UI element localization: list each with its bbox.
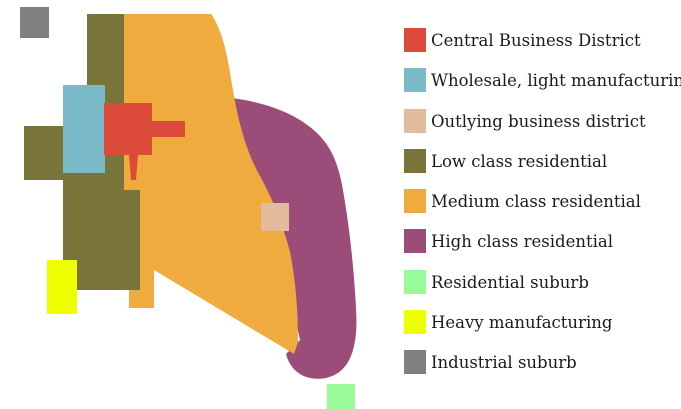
zone-high-class-residential — [232, 98, 357, 379]
legend-swatch — [404, 229, 426, 253]
legend-label: Low class residential — [431, 152, 608, 171]
legend-swatch — [404, 68, 426, 92]
legend-swatch — [404, 310, 426, 334]
zone-residential-suburb — [327, 384, 355, 409]
legend-item-7: Heavy manufacturing — [404, 310, 681, 334]
legend-swatch — [404, 270, 426, 294]
legend-swatch — [404, 149, 426, 173]
legend-item-6: Residential suburb — [404, 270, 681, 294]
legend-label: Central Business District — [431, 31, 641, 50]
legend-label: Industrial suburb — [431, 353, 577, 372]
legend-label: Heavy manufacturing — [431, 313, 613, 332]
legend-swatch — [404, 109, 426, 133]
legend-item-4: Medium class residential — [404, 189, 681, 213]
zone-medium-class-residential — [124, 14, 298, 354]
zone-wholesale-light-manufacturing — [63, 85, 105, 173]
legend-item-5: High class residential — [404, 229, 681, 253]
legend-swatch — [404, 189, 426, 213]
zone-central-business-district — [104, 103, 185, 180]
legend-label: Medium class residential — [431, 192, 641, 211]
legend-item-0: Central Business District — [404, 28, 681, 52]
legend-label: Residential suburb — [431, 273, 589, 292]
legend-label: Outlying business district — [431, 112, 646, 131]
zone-heavy-manufacturing — [47, 260, 77, 314]
legend-swatch — [404, 28, 426, 52]
legend-item-2: Outlying business district — [404, 109, 681, 133]
legend-label: High class residential — [431, 232, 614, 251]
zone-outlying-business-district — [261, 203, 289, 231]
legend-item-8: Industrial suburb — [404, 350, 681, 374]
legend-label: Wholesale, light manufacturing — [431, 71, 681, 90]
legend-item-1: Wholesale, light manufacturing — [404, 68, 681, 92]
legend-item-3: Low class residential — [404, 149, 681, 173]
legend-swatch — [404, 350, 426, 374]
zone-industrial-suburb — [20, 7, 49, 38]
